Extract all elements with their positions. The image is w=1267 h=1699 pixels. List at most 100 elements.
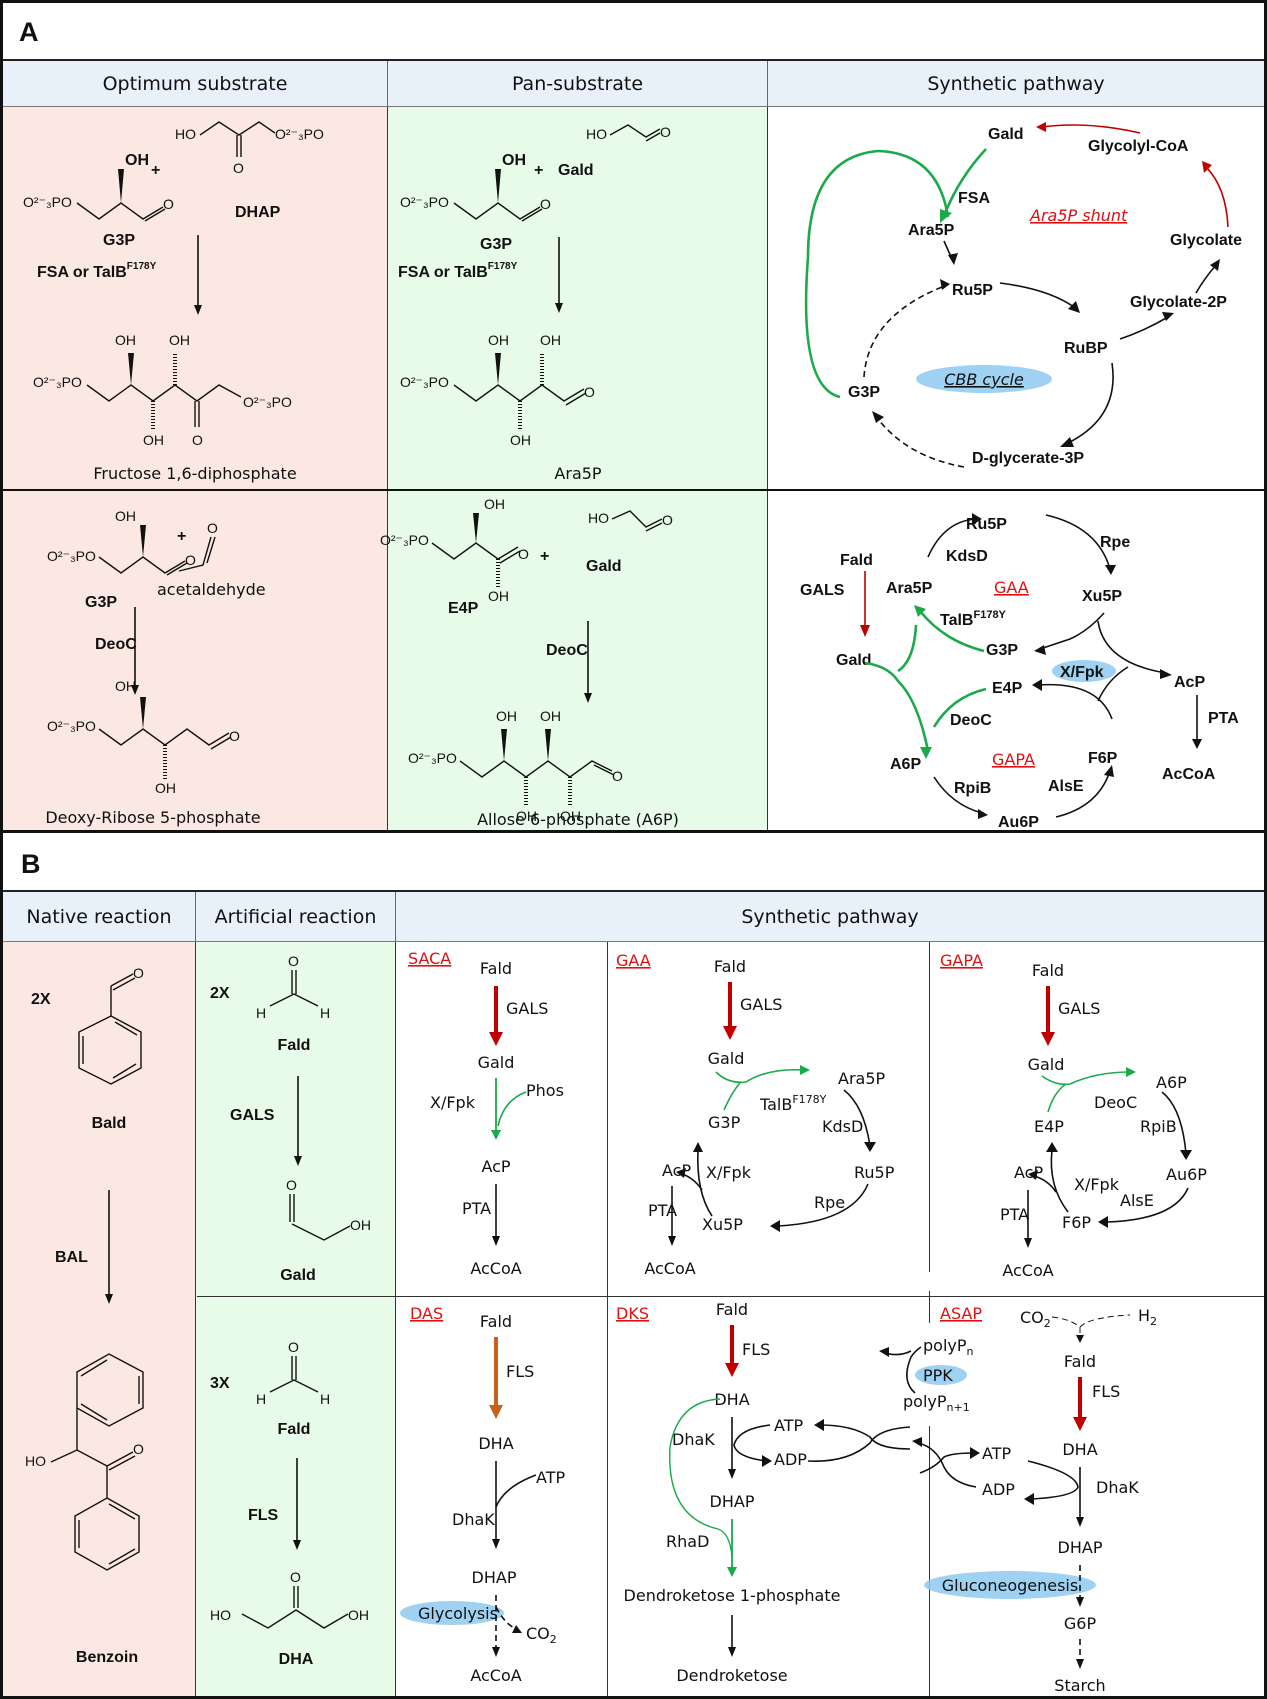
gals-label: GALS — [230, 1107, 275, 1124]
e4p-label: E4P — [448, 600, 479, 617]
node-accoa: AcCoA — [470, 1259, 521, 1278]
atom-label: OH — [510, 432, 531, 448]
atom-label: O — [290, 1569, 301, 1585]
node-ara5p: Ara5P — [908, 222, 955, 239]
atom-label: O — [584, 384, 595, 400]
product-label: Deoxy-Ribose 5-phosphate — [45, 808, 260, 827]
header-artificial-reaction: Artificial reaction — [195, 892, 395, 941]
node-adp: ADP — [982, 1480, 1015, 1499]
multiplier: 2X — [31, 991, 51, 1008]
atom-label: O — [133, 1441, 144, 1457]
node-dha: DHA — [478, 1434, 513, 1453]
atom-label: OH — [488, 332, 509, 348]
dks-title: DKS — [616, 1304, 649, 1323]
enzyme-dhak: DhaK — [1096, 1478, 1139, 1497]
node-glycolate-2p: Glycolate-2P — [1130, 294, 1227, 311]
ara5p-shunt-label: Ara5P shunt — [1029, 206, 1128, 225]
header-pan-substrate: Pan-substrate — [387, 61, 767, 106]
node-a6p: A6P — [1156, 1073, 1187, 1092]
g3p-label: G3P — [85, 594, 117, 611]
enzyme-dhak: DhaK — [672, 1430, 715, 1449]
b-artificial-col — [196, 942, 395, 1696]
atom-label: HO — [25, 1453, 46, 1469]
panel-a-letter: A — [19, 17, 39, 47]
node-g6p: G6P — [1064, 1614, 1097, 1633]
atom-label: H — [256, 1391, 266, 1407]
atom-label: O — [163, 196, 174, 212]
enzyme-pta: PTA — [1208, 710, 1239, 727]
enzyme-label: DeoC — [546, 642, 588, 659]
product-label: Fructose 1,6-diphosphate — [93, 464, 296, 483]
node-au6p: Au6P — [1166, 1165, 1207, 1184]
plus-sign: + — [177, 528, 186, 545]
a-optimum-col — [3, 107, 387, 830]
a-row1-pan-diagram: HO O OH + Gald O²⁻₃PO O G3P FSA or TalBF… — [398, 124, 671, 483]
node-f6p: F6P — [1088, 750, 1118, 767]
divider — [929, 1426, 930, 1696]
atom-label: O — [192, 432, 203, 448]
enzyme-pta: PTA — [1000, 1205, 1029, 1224]
atom-label: O — [612, 768, 623, 784]
atom-label: OH — [516, 808, 537, 824]
co2-label: CO2 — [1020, 1308, 1051, 1330]
divider — [767, 107, 768, 830]
enzyme-kdsd: KdsD — [822, 1117, 863, 1136]
enzyme-label: DeoC — [95, 636, 137, 653]
atom-label: O — [229, 728, 240, 744]
multiplier: 2X — [210, 985, 230, 1002]
a-row2-pathway-diagram: Ru5P Rpe Fald KdsD GALS Ara5P GAA Xu5P T… — [800, 513, 1239, 831]
atom-label: O — [288, 1339, 299, 1355]
atom-label: O²⁻₃PO — [33, 374, 82, 390]
enzyme-fls: FLS — [1092, 1382, 1120, 1401]
atom-label: O²⁻₃PO — [47, 548, 96, 564]
node-accoa: AcCoA — [1002, 1261, 1053, 1280]
benzoin-label: Benzoin — [76, 1649, 138, 1666]
node-dendroketose: Dendroketose — [676, 1666, 787, 1685]
atom-label: O — [185, 552, 196, 568]
glycolysis-ellipse — [400, 1601, 504, 1625]
gluconeogenesis-label: Gluconeogenesis — [942, 1576, 1078, 1595]
atom-label: OH — [125, 152, 149, 169]
atom-label: O²⁻₃PO — [400, 374, 449, 390]
atom-label: OH — [143, 432, 164, 448]
header-native-reaction: Native reaction — [26, 905, 172, 928]
xfpk-ellipse — [1052, 660, 1116, 682]
enzyme-talb: TalBF178Y — [759, 1093, 827, 1114]
atom-label: OH — [540, 332, 561, 348]
node-f6p: F6P — [1062, 1213, 1091, 1232]
atom-label: OH — [350, 1217, 371, 1233]
row-divider — [3, 489, 1264, 491]
node-acp: AcP — [662, 1161, 691, 1180]
enzyme-rpib: RpiB — [1140, 1117, 1177, 1136]
node-atp: ATP — [536, 1468, 565, 1487]
enzyme-label: FSA or TalBF178Y — [37, 261, 157, 281]
node-dhap: DHAP — [472, 1568, 517, 1587]
bald-label: Bald — [92, 1115, 127, 1132]
asap-title: ASAP — [940, 1304, 982, 1323]
node-atp: ATP — [774, 1416, 803, 1435]
node-dha: DHA — [1062, 1440, 1097, 1459]
node-gald: Gald — [708, 1049, 745, 1068]
gaa-title: GAA — [616, 951, 651, 970]
atom-label: OH — [115, 508, 136, 524]
node-dendroketose-1p: Dendroketose 1-phosphate — [624, 1586, 841, 1605]
header-synthetic-pathway: Synthetic pathway — [395, 892, 1264, 941]
atom-label: H — [320, 1005, 330, 1021]
atom-label: O²⁻₃PO — [400, 194, 449, 210]
header-synthetic-pathway: Synthetic pathway — [767, 61, 1264, 106]
bal-label: BAL — [55, 1249, 88, 1266]
atom-label: O²⁻₃PO — [408, 750, 457, 766]
ppk-module: polyPn PPK polyPn+1 — [879, 1336, 974, 1414]
fald-label: Fald — [278, 1421, 311, 1438]
atom-label: OH — [115, 678, 136, 694]
saca-pathway: SACA Fald GALS Gald X/Fpk Phos AcP PTA A… — [408, 949, 564, 1278]
node-dhap: DHAP — [1058, 1538, 1103, 1557]
saca-label: SACA — [408, 949, 451, 968]
atom-label: O — [133, 965, 144, 981]
enzyme-alse: AlsE — [1048, 778, 1084, 795]
atom-label: O — [662, 512, 673, 528]
enzyme-label: FSA or TalBF178Y — [398, 261, 518, 281]
product-label: Allose 6-phosphate (A6P) — [477, 810, 679, 829]
enzyme-gals: GALS — [1058, 999, 1100, 1018]
gaa-label: GAA — [994, 578, 1029, 597]
